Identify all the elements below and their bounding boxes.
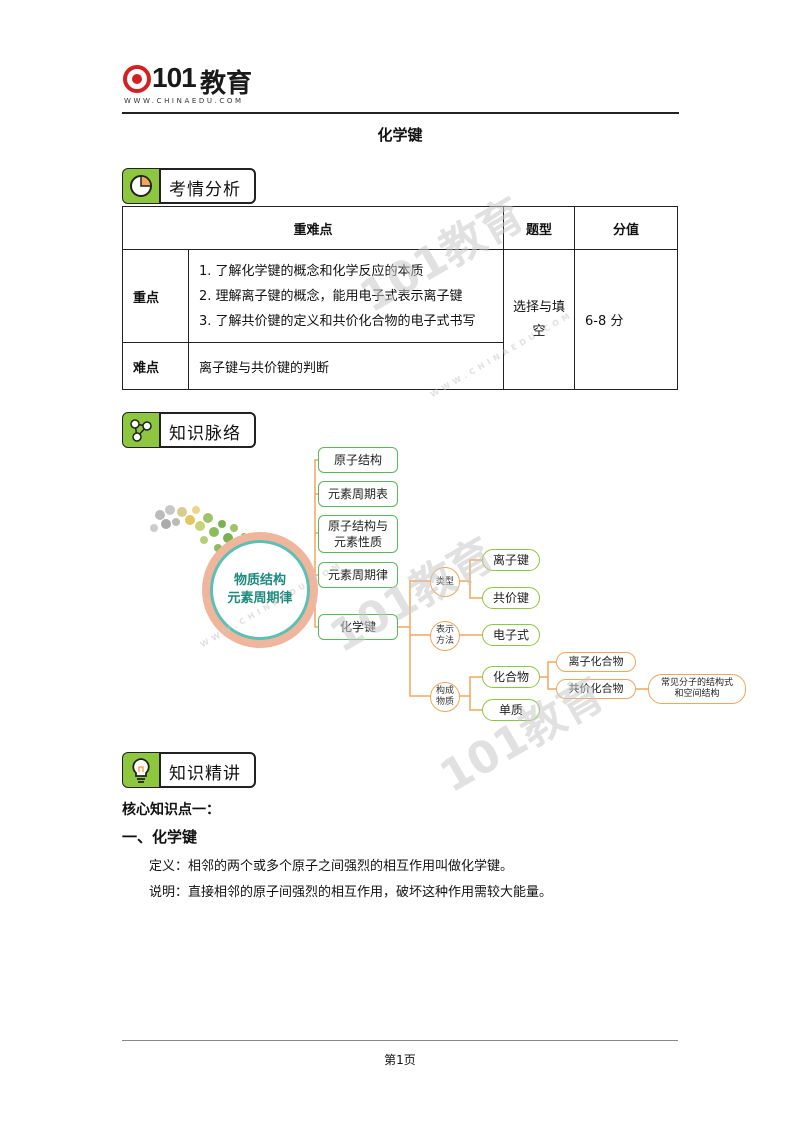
core-heading: 核心知识点一： <box>122 802 220 818</box>
molecule-decoration-icon <box>150 505 247 565</box>
table-row-key: 重点 1. 了解化学键的概念和化学反应的本质 2. 理解离子键的概念，能用电子式… <box>122 249 678 390</box>
logo-mark-icon <box>123 65 151 93</box>
section-heading: 一、化学键 <box>122 828 198 846</box>
key-label: 重点 <box>122 249 189 343</box>
logo-url: WWW.CHINAEDU.COM <box>124 97 244 105</box>
header-score: 分值 <box>574 206 678 250</box>
center-node: 物质结构元素周期律 <box>220 550 300 630</box>
brand-logo: 101 教育 WWW.CHINAEDU.COM <box>122 62 282 112</box>
pie-chart-icon <box>123 169 161 203</box>
difficult-label: 难点 <box>122 342 189 390</box>
question-type-cell: 选择与填空 <box>503 249 575 390</box>
section-lecture-title: 知识精讲 <box>169 764 241 784</box>
analysis-table: 重难点 题型 分值 重点 1. 了解化学键的概念和化学反应的本质 2. 理解离子… <box>122 206 678 390</box>
node-chemical-bond: 化学键 <box>318 614 398 640</box>
node-element-substance: 单质 <box>482 699 540 721</box>
circle-substance: 构成 物质 <box>430 682 460 712</box>
node-molecule-structure: 常见分子的结构式 和空间结构 <box>648 674 746 704</box>
difficult-point: 离子键与共价键的判断 <box>188 342 504 390</box>
node-compound: 化合物 <box>482 666 540 688</box>
node-ionic-bond: 离子键 <box>482 549 540 571</box>
node-periodic-table: 元素周期表 <box>318 481 398 507</box>
key-point-2: 2. 理解离子键的概念，能用电子式表示离子键 <box>199 288 463 304</box>
logo-text: 教育 <box>200 69 253 99</box>
section-context-header: 知识脉络 <box>122 412 256 448</box>
definition-text: 定义：相邻的两个或多个原子之间强烈的相互作用叫做化学键。 <box>149 859 514 874</box>
header-divider <box>122 112 679 114</box>
lightbulb-icon <box>123 753 161 787</box>
node-covalent-compound: 共价化合物 <box>556 679 636 699</box>
circle-representation: 表示 方法 <box>430 621 460 651</box>
section-analysis-title: 考情分析 <box>169 180 241 200</box>
page-number: 第1页 <box>384 1053 416 1067</box>
logo-number: 101 <box>152 62 197 93</box>
note-text: 说明：直接相邻的原子间强烈的相互作用，破坏这种作用需较大能量。 <box>149 885 553 900</box>
node-electron-formula: 电子式 <box>482 624 540 646</box>
table-row-difficult: 难点 离子键与共价键的判断 <box>122 342 678 390</box>
network-icon <box>123 413 161 447</box>
key-point-1: 1. 了解化学键的概念和化学反应的本质 <box>199 263 424 279</box>
score-cell: 6-8 分 <box>574 249 678 390</box>
node-periodic-law: 元素周期律 <box>318 562 398 588</box>
circle-type: 类型 <box>430 567 460 597</box>
section-lecture-header: 知识精讲 <box>122 752 256 788</box>
knowledge-mindmap: 物质结构元素周期律 原子结构 元素周期表 原子结构与 元素性质 元素周期律 化学… <box>140 440 760 740</box>
node-structure-properties: 原子结构与 元素性质 <box>318 515 398 553</box>
section-context-title: 知识脉络 <box>169 424 241 444</box>
node-covalent-bond: 共价键 <box>482 587 540 609</box>
key-points: 1. 了解化学键的概念和化学反应的本质 2. 理解离子键的概念，能用电子式表示离… <box>188 249 504 343</box>
footer-divider <box>122 1040 678 1041</box>
node-ionic-compound: 离子化合物 <box>556 652 636 672</box>
section-analysis-header: 考情分析 <box>122 168 256 204</box>
document-title: 化学键 <box>377 126 423 144</box>
node-atomic-structure: 原子结构 <box>318 447 398 473</box>
key-point-3: 3. 了解共价键的定义和共价化合物的电子式书写 <box>199 313 476 329</box>
